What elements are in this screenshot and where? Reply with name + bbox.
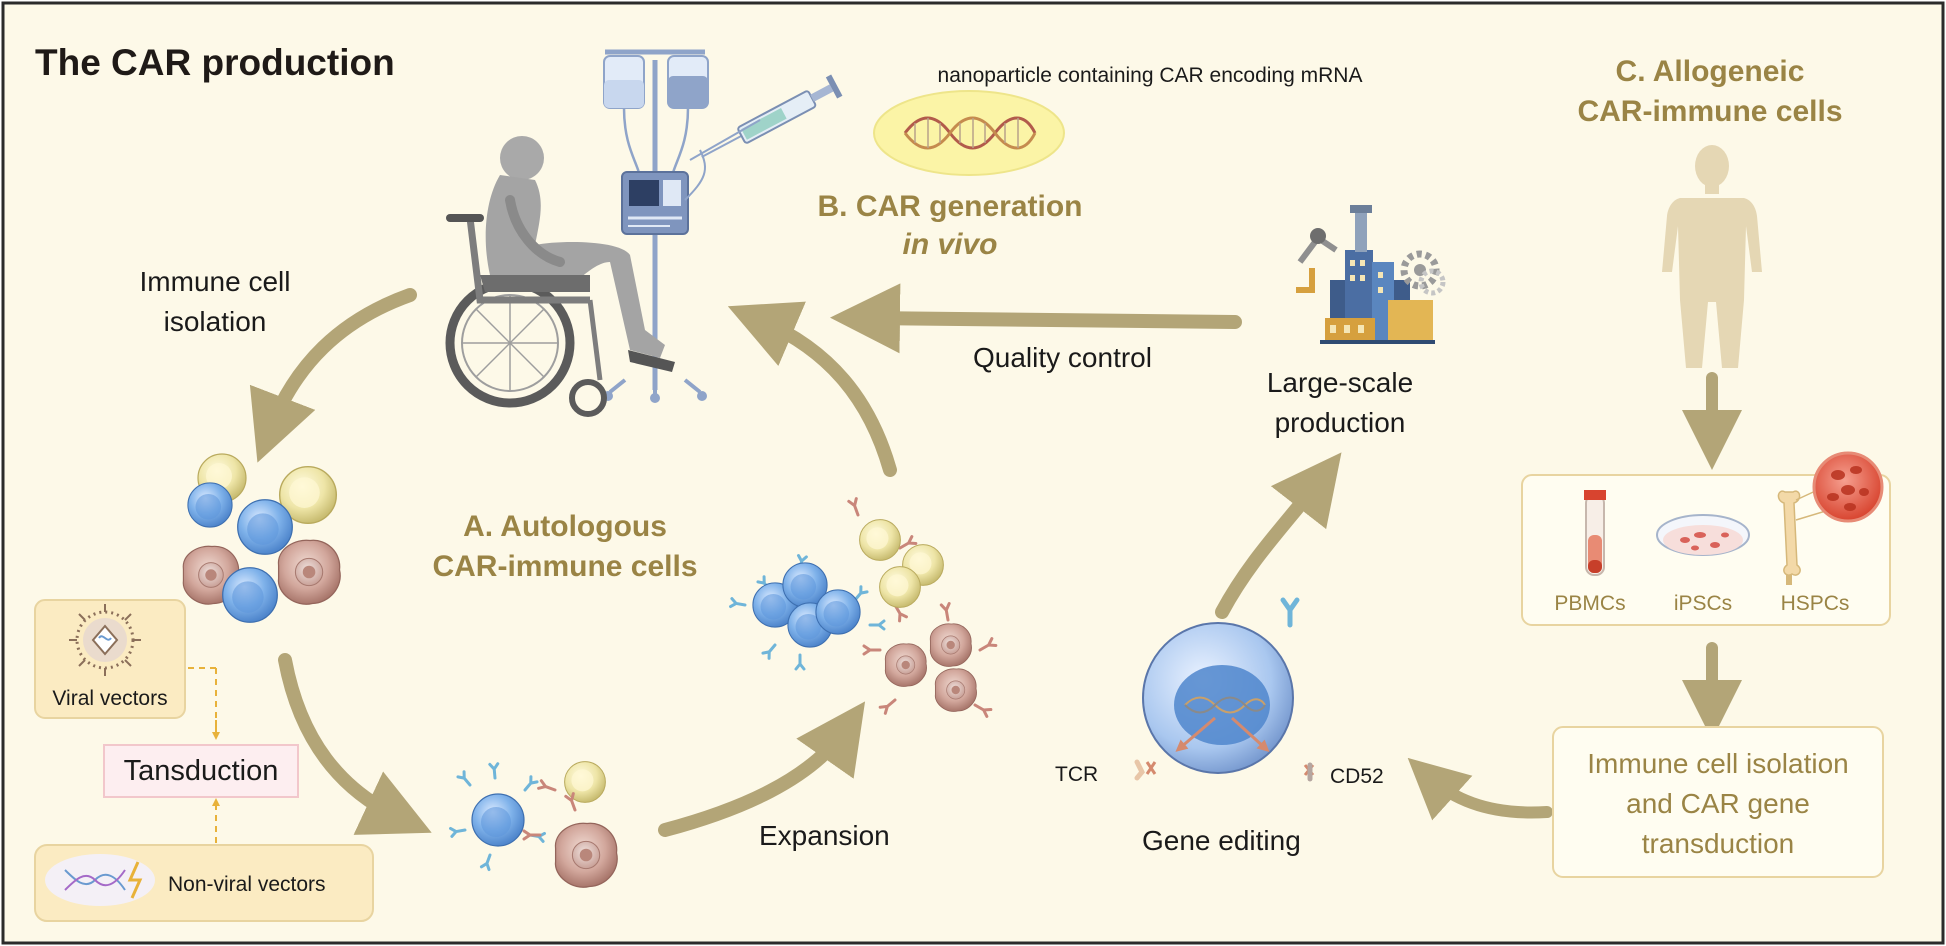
human-silhouette-icon xyxy=(1662,145,1762,368)
tcr-knockout-icon xyxy=(1134,759,1157,781)
arrow-to-isolated-cells xyxy=(249,288,417,463)
cd52-knockout-icon xyxy=(1303,762,1315,782)
test-tube-icon xyxy=(1584,490,1606,576)
cd52-label: CD52 xyxy=(1330,765,1384,788)
section-b-subtitle: in vivo xyxy=(902,228,998,261)
expansion-label: Expansion xyxy=(759,820,890,851)
electroporation-icon xyxy=(127,861,143,899)
bone-icon xyxy=(1777,490,1801,585)
petri-dish-icon xyxy=(1656,514,1750,556)
large-scale-label-line1: Large-scale xyxy=(1266,367,1414,398)
arrow-quality-control xyxy=(830,283,1242,354)
isolation-transduction-line1: Immune cell isolation xyxy=(1587,748,1849,779)
car-receptor-icon xyxy=(1280,597,1300,628)
dna-icon xyxy=(903,116,1037,150)
tcr-label: TCR xyxy=(1055,763,1099,786)
immune-isolation-label-line1: Immune cell xyxy=(139,266,291,297)
gene-editing-label: Gene editing xyxy=(1142,825,1301,856)
flow-arrows xyxy=(249,283,1742,837)
quality-control-label: Quality control xyxy=(973,342,1152,373)
page-title: The CAR production xyxy=(35,42,395,83)
isolation-transduction-line3: transduction xyxy=(1641,828,1795,859)
arrow-large-scale xyxy=(1215,452,1342,619)
nanoparticle-label: nanoparticle containing CAR encoding mRN… xyxy=(937,64,1363,87)
transduction-label: Tansduction xyxy=(123,755,279,787)
ipscs-label: iPSCs xyxy=(1673,592,1733,615)
pbmcs-label: PBMCs xyxy=(1554,592,1626,615)
vector-panel xyxy=(34,599,374,922)
patient-wheelchair-icon xyxy=(445,136,675,417)
large-scale-label-line2: production xyxy=(1274,407,1406,438)
syringe-icon xyxy=(701,74,843,158)
arrow-back-to-patient xyxy=(727,301,897,477)
factory-icon xyxy=(1296,205,1446,344)
virus-icon xyxy=(69,604,141,676)
section-a-subtitle: CAR-immune cells xyxy=(432,550,698,583)
transduction-box xyxy=(103,744,299,798)
dna-icon xyxy=(1184,696,1266,714)
syringe-line xyxy=(689,119,761,161)
non-viral-vectors-label: Non-viral vectors xyxy=(168,873,326,896)
section-c-subtitle: CAR-immune cells xyxy=(1577,95,1843,128)
cell-sources-panel xyxy=(1521,451,1891,878)
dna-icon xyxy=(64,869,126,891)
isolation-transduction-line2: and CAR gene xyxy=(1626,788,1810,819)
section-b-title: B. CAR generation xyxy=(817,190,1083,223)
section-c-title: C. Allogeneic xyxy=(1615,55,1805,88)
blood-cells-icon xyxy=(1812,451,1884,523)
section-a-title: A. Autologous xyxy=(463,510,667,543)
iv-drip-icon xyxy=(603,49,709,403)
viral-vectors-label: Viral vectors xyxy=(52,687,168,710)
nanoparticle-dna-icon xyxy=(873,90,1065,176)
arrow-expansion xyxy=(658,701,866,837)
arrow-to-car-cells xyxy=(278,653,432,835)
gene-editing-cell xyxy=(1134,597,1315,782)
immune-isolation-label-line2: isolation xyxy=(163,306,267,337)
isolation-transduction-box xyxy=(1552,726,1884,878)
arrow-to-gene-editing xyxy=(1407,757,1553,821)
hspcs-label: HSPCs xyxy=(1780,592,1850,615)
